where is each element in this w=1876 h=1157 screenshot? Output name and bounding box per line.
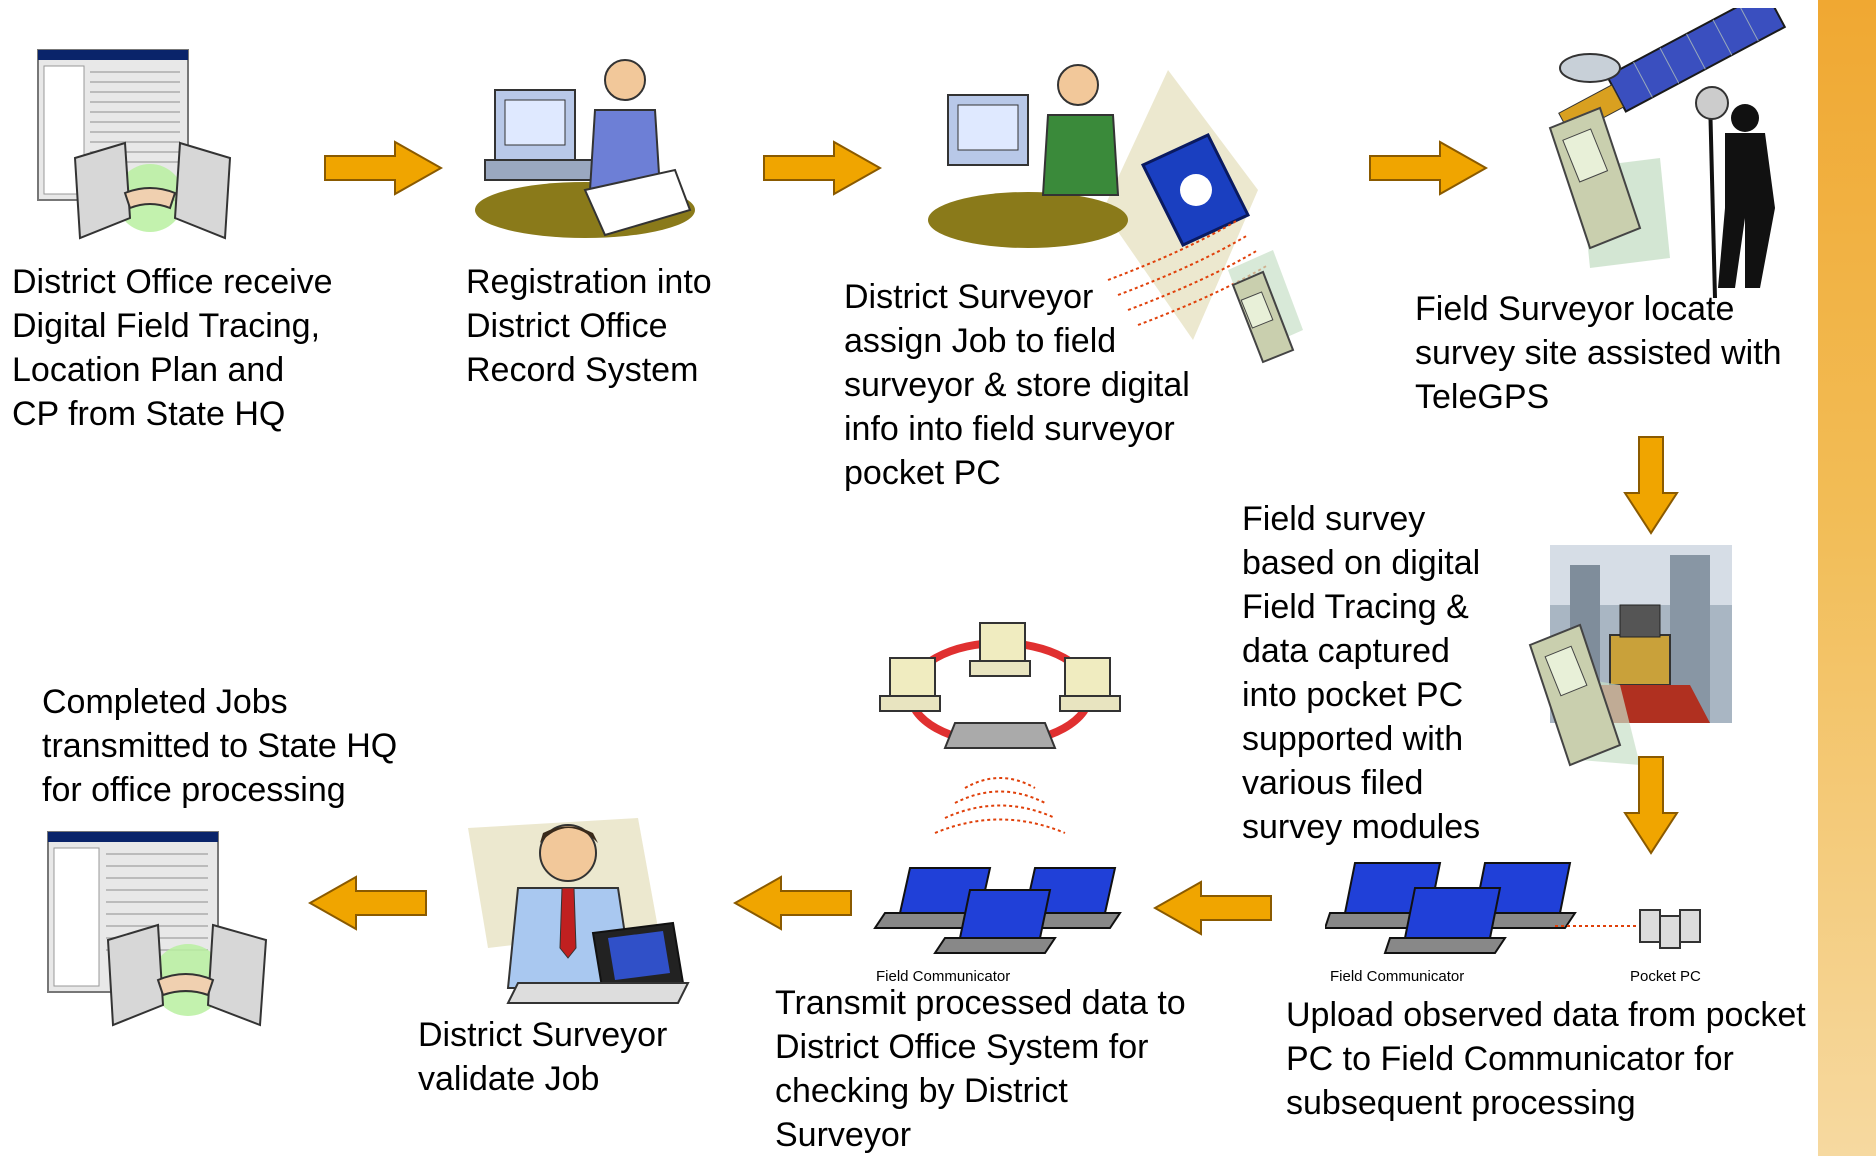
step-4-text: Field Surveyor locate survey site assist… [1415,290,1782,416]
computer-handshake-icon [30,48,260,248]
step-3-text: District Surveyor assign Job to field su… [844,278,1190,492]
office-clerk-computer-icon [475,50,705,245]
field-communicator-label-2: Field Communicator [876,968,1011,985]
step-8-text: District Surveyor validate Job [418,1016,668,1098]
step-9-text: Completed Jobs transmitted to State HQ f… [42,683,398,809]
satellite-gps-surveyor-icon [1500,8,1820,298]
arrow-left-3 [308,875,428,931]
arrow-left-1 [1153,880,1273,936]
arrow-left-2 [733,875,853,931]
arrow-down-2 [1623,755,1679,855]
computer-handshake-icon [38,830,298,1030]
arrow-right-2 [762,140,882,196]
field-communicator-label-1: Field Communicator [1330,968,1465,985]
step-2-text: Registration into District Office Record… [466,263,712,389]
step-5-text: Field survey based on digital Field Trac… [1242,500,1481,846]
arrow-down-1 [1623,435,1679,535]
step-6-text: Upload observed data from pocket PC to F… [1286,996,1806,1122]
total-station-survey-icon [1520,545,1735,770]
network-ring-laptops-icon [870,618,1130,968]
step-1-text: District Office receive Digital Field Tr… [12,263,333,433]
laptops-pocket-pc-icon [1325,858,1715,968]
arrow-right-3 [1368,140,1488,196]
decorative-sidebar [1818,0,1876,1156]
pocket-pc-label: Pocket PC [1630,968,1701,985]
arrow-right-1 [323,140,443,196]
step-7-text: Transmit processed data to District Offi… [775,984,1186,1154]
surveyor-floppy-disk-icon [928,50,1328,380]
man-laptop-icon [458,808,698,1008]
